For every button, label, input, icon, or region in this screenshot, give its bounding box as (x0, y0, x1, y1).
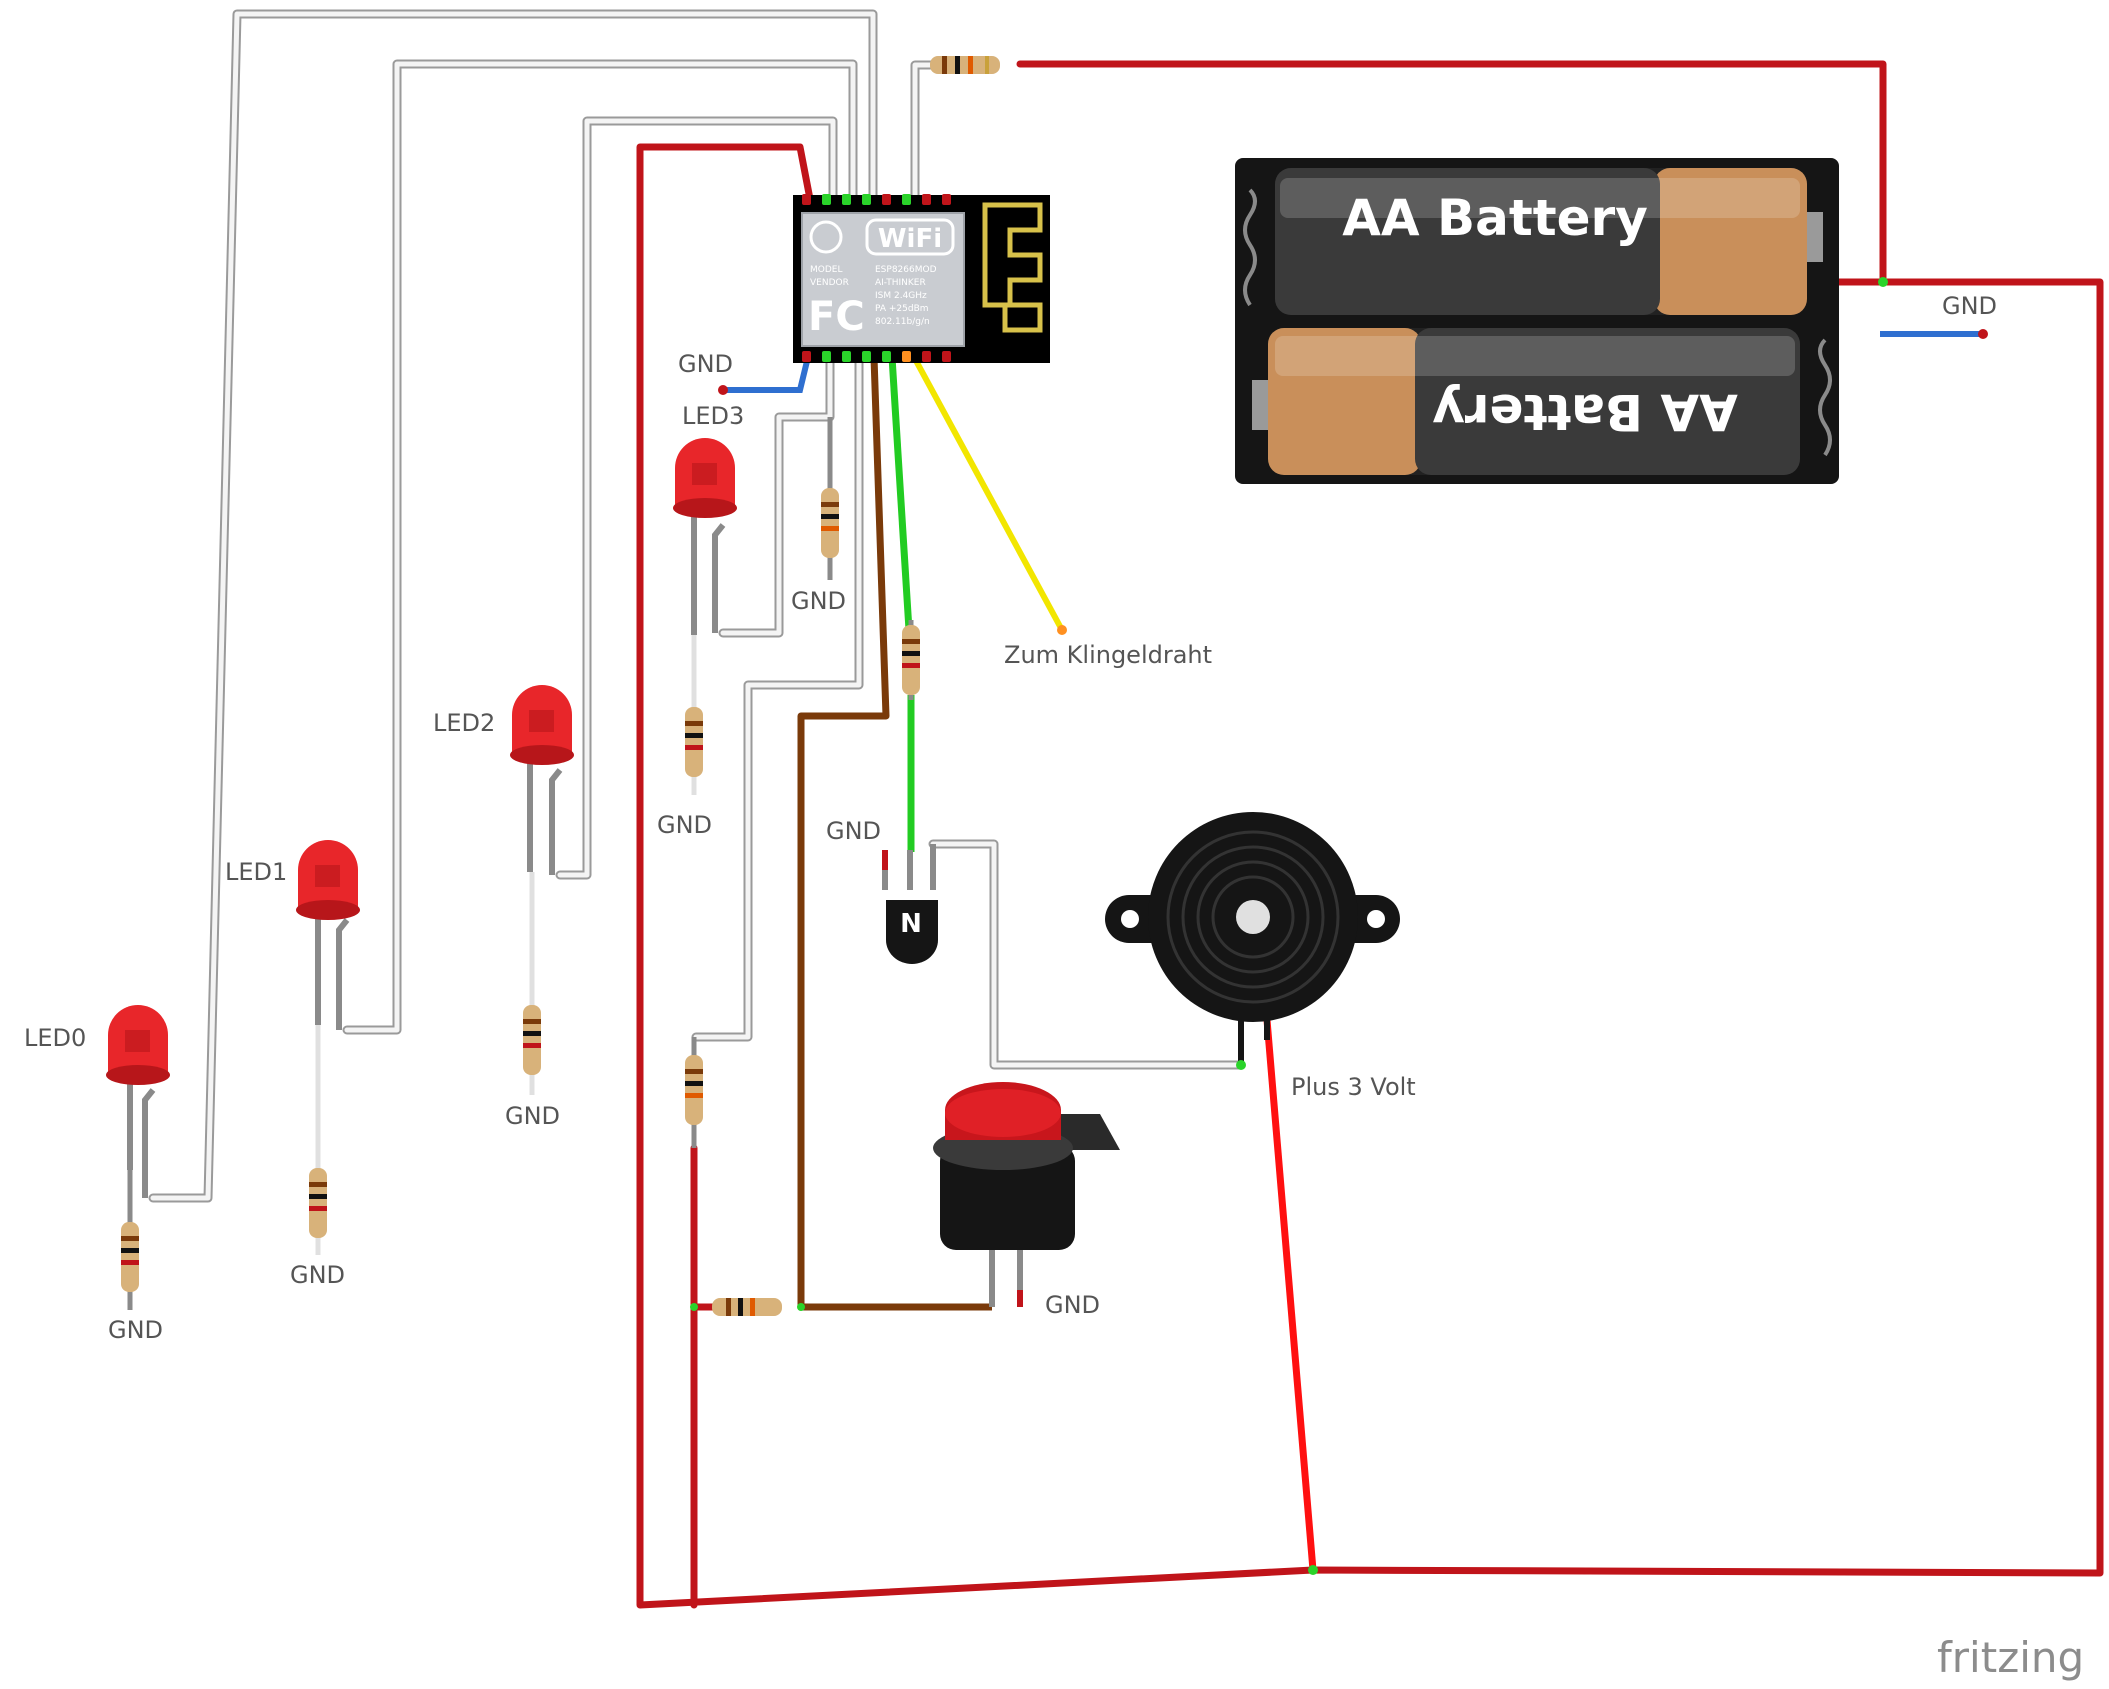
led0 (106, 1005, 170, 1198)
label-led0: LED0 (24, 1024, 86, 1052)
resistor-led1 (309, 1025, 327, 1255)
transistor-mark: N (900, 909, 922, 939)
battery-spring-icon-2 (1818, 338, 1832, 457)
ai-logo-icon (809, 220, 843, 254)
label-led3: LED3 (682, 402, 744, 430)
resistor-button (712, 1298, 782, 1316)
module-line-5: 802.11b/g/n (875, 317, 930, 327)
label-gnd-module: GND (678, 350, 733, 378)
battery-cell-bottom: AA Battery (1252, 328, 1800, 475)
plus-3v-wire (1263, 1019, 1317, 1571)
module-pins-bottom (802, 351, 951, 362)
resistor-gnd-pulldown (821, 417, 839, 580)
npn-transistor: N (882, 844, 938, 964)
piezo-buzzer (1105, 812, 1400, 1065)
module-line-3: ISM 2.4GHz (875, 291, 927, 301)
led3 (673, 438, 737, 635)
blue-wires (723, 331, 1983, 393)
push-button (933, 1082, 1120, 1307)
label-gnd-led3: GND (657, 811, 712, 839)
label-gnd-led0: GND (108, 1316, 163, 1344)
resistor-top (930, 56, 1000, 74)
battery-cell-top: AA Battery (1275, 168, 1823, 315)
label-gnd-led2: GND (505, 1102, 560, 1130)
battery-pack: AA Battery AA Battery (1235, 158, 1888, 484)
label-led1: LED1 (225, 858, 287, 886)
label-gnd-transistor: GND (826, 817, 881, 845)
led-resistors (121, 417, 920, 1316)
wire-endpoints (690, 329, 1988, 1575)
label-gnd-button: GND (1045, 1291, 1100, 1319)
fc-logo-text: FC (808, 294, 865, 340)
battery-label-bottom: AA Battery (1432, 383, 1738, 441)
wifi-logo-icon (865, 218, 955, 256)
module-line-2: AI-THINKER (875, 278, 926, 288)
resistor-transistor-base (902, 620, 920, 700)
wifi-logo-text: WiFi (878, 224, 942, 254)
module-line-model: MODEL (810, 265, 842, 275)
module-line-vendor: VENDOR (810, 278, 849, 288)
esp8266-module: WiFi FC MODEL VENDOR ESP8266MOD AI-THINK… (793, 194, 1050, 363)
resistor-led3 (685, 635, 703, 795)
battery-spring-icon (1243, 188, 1257, 307)
label-plus-3-volt: Plus 3 Volt (1291, 1073, 1416, 1101)
module-pins-top (802, 194, 951, 205)
battery-label-top: AA Battery (1342, 189, 1648, 247)
module-line-1: ESP8266MOD (875, 265, 937, 275)
label-led2: LED2 (433, 709, 495, 737)
brown-wire (797, 356, 992, 1311)
label-klingeldraht: Zum Klingeldraht (1004, 641, 1212, 669)
green-wire (888, 356, 915, 852)
antenna-trace-icon (982, 202, 1043, 333)
resistor-led2 (523, 872, 541, 1095)
label-gnd-battery: GND (1942, 292, 1997, 320)
label-gnd-led1: GND (290, 1261, 345, 1289)
fritzing-brand-logo: fritzing (1937, 1633, 2084, 1682)
led2 (510, 685, 574, 875)
label-gnd-pulldown: GND (791, 587, 846, 615)
led1 (296, 840, 360, 1030)
resistor-left-mid (685, 1037, 703, 1148)
resistor-led0 (121, 1165, 139, 1310)
module-line-4: PA +25dBm (875, 304, 929, 314)
yellow-wire (911, 355, 1065, 632)
